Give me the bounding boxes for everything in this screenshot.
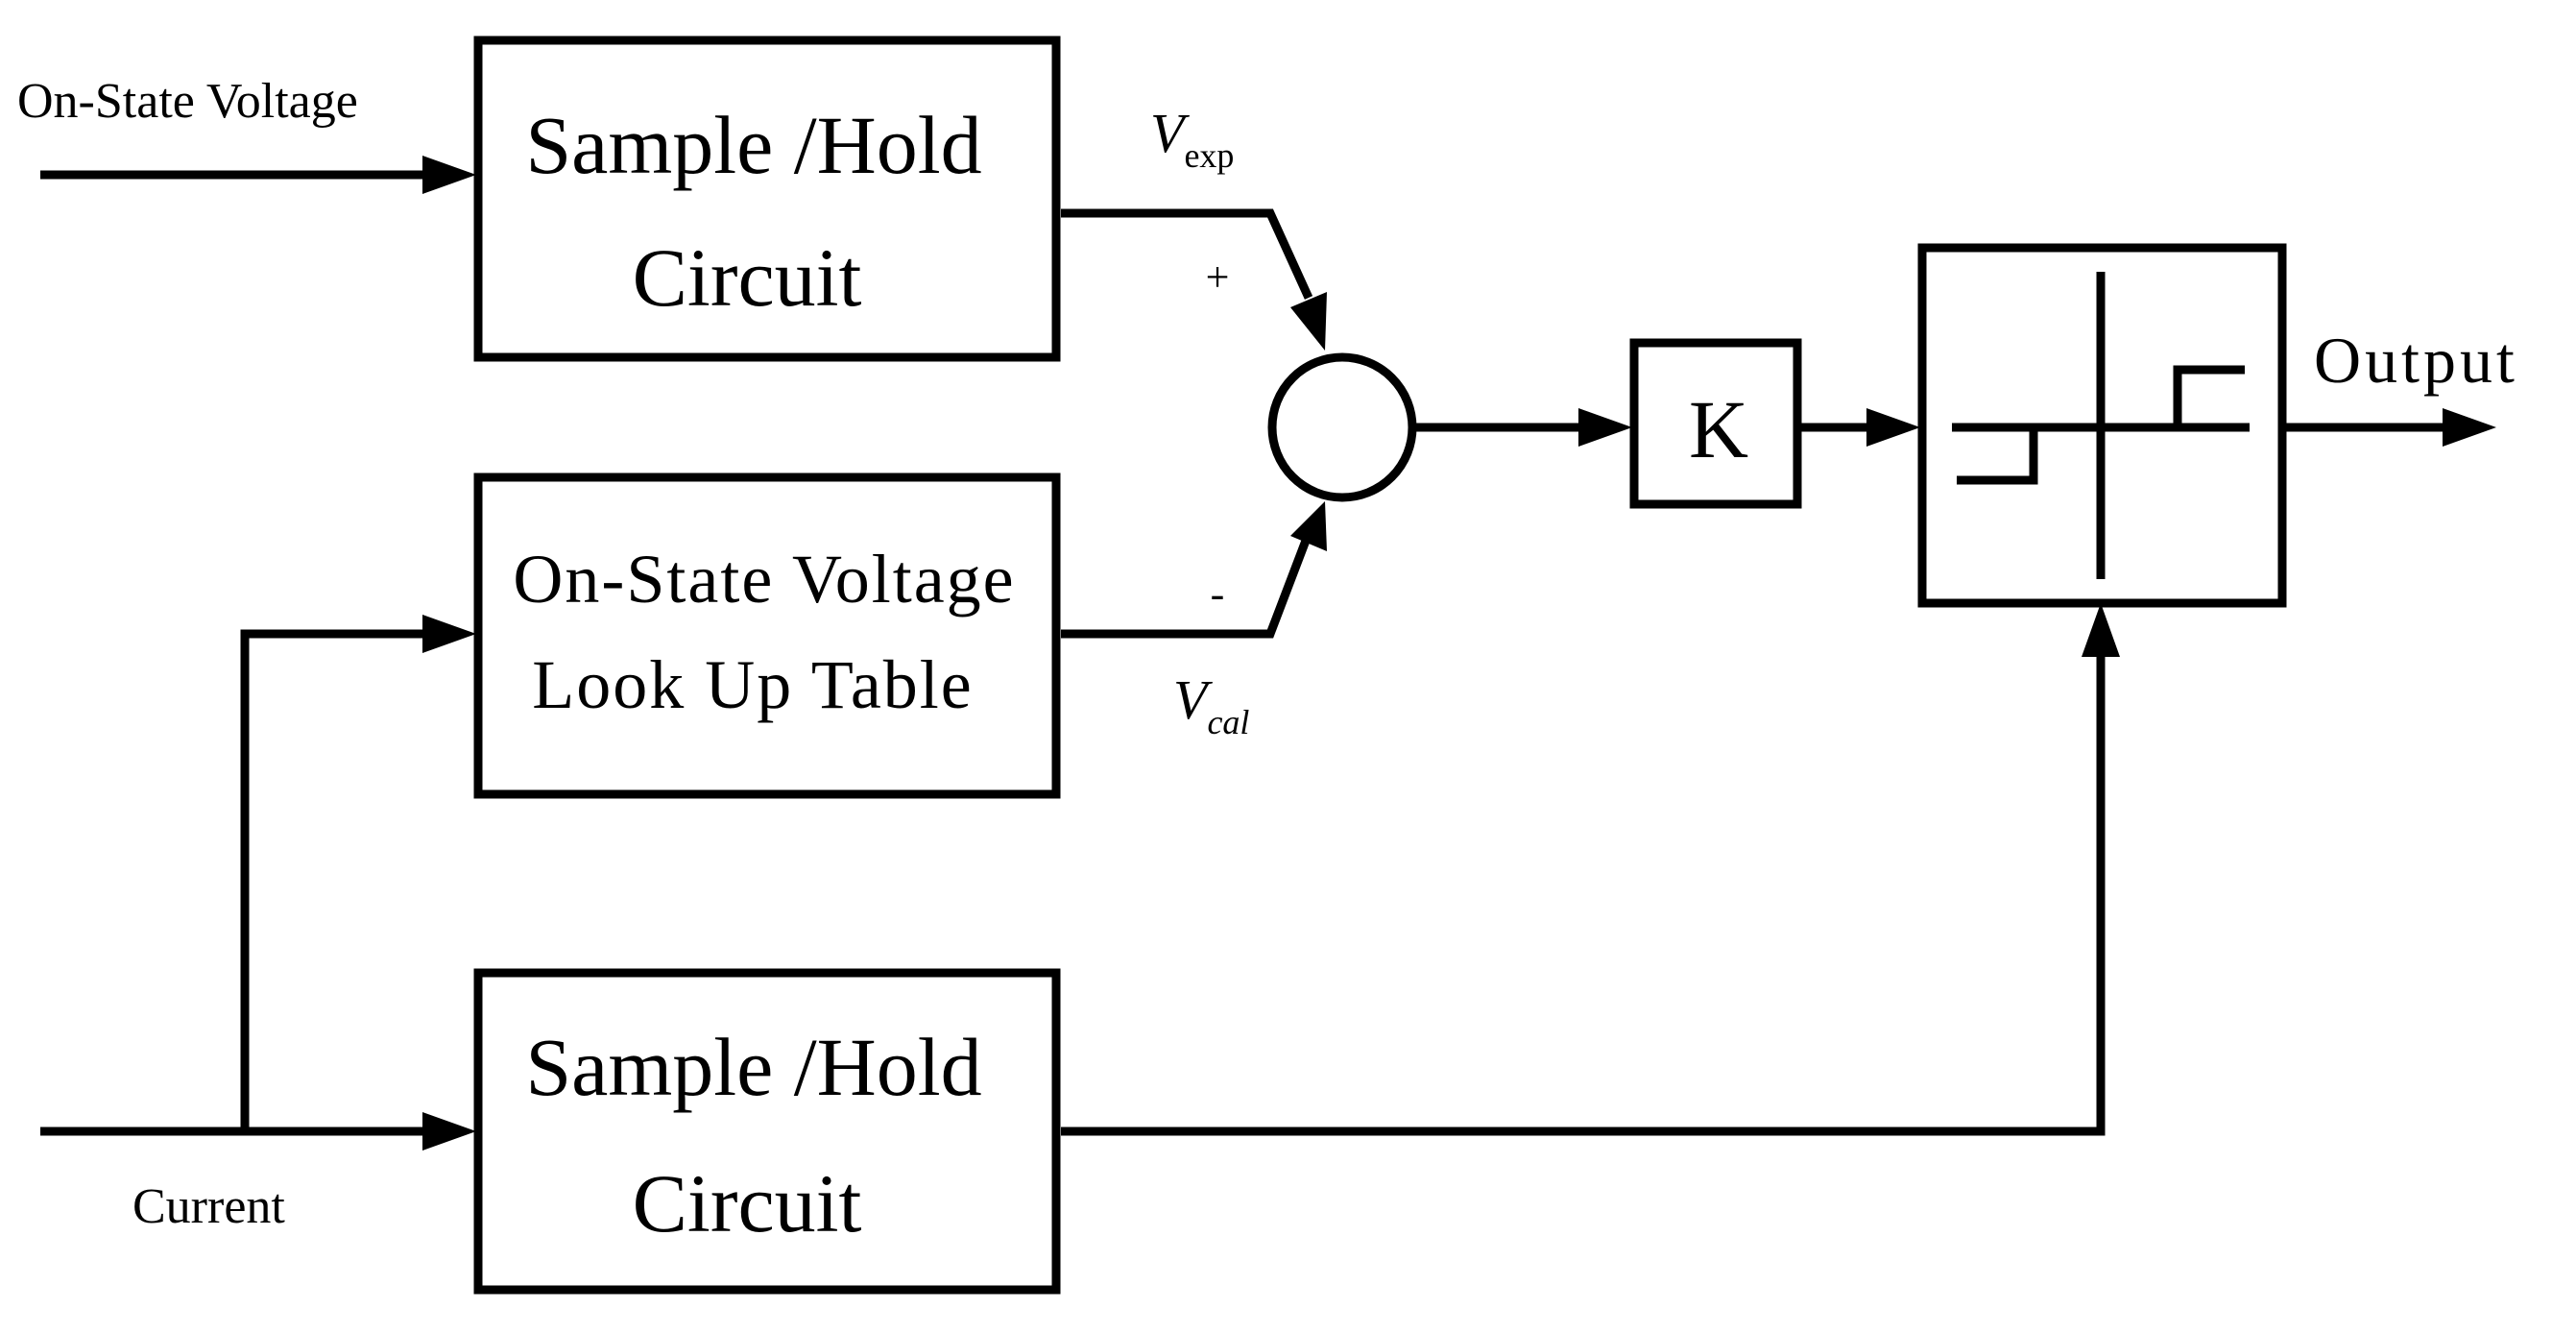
- sample-hold-top-line2: Circuit: [633, 231, 862, 324]
- lookup-table-line2: Look Up Table: [532, 646, 974, 723]
- current-label: Current: [132, 1179, 285, 1234]
- sample-hold-bottom-block: [473, 968, 1061, 1295]
- minus-sign: -: [1211, 570, 1225, 618]
- comparator-symbol: [1952, 272, 2250, 579]
- wire-current-to-comparator: [1061, 648, 2106, 1136]
- v-exp-symbol: V: [1150, 102, 1191, 164]
- arrow-v-exp: [1290, 292, 1327, 351]
- gain-block: [1629, 338, 1802, 509]
- arrow-current-to-comparator: [2082, 603, 2120, 657]
- arrow-v-cal: [1290, 501, 1327, 551]
- lookup-table-block: [473, 473, 1061, 799]
- output-label: Output: [2314, 324, 2518, 397]
- gain-label: K: [1689, 383, 1748, 475]
- arrow-lookup-input: [422, 615, 476, 653]
- arrow-to-comparator: [1866, 408, 1920, 447]
- v-cal-subscript: cal: [1207, 703, 1249, 741]
- arrow-voltage-input: [422, 156, 476, 194]
- on-state-voltage-label: On-State Voltage: [17, 74, 358, 129]
- wire-v-cal: [1061, 531, 1313, 639]
- arrow-to-gain: [1578, 408, 1632, 447]
- arrow-output: [2443, 408, 2496, 447]
- v-cal-label: Vcal: [1173, 668, 1249, 741]
- arrow-current-input: [422, 1112, 476, 1151]
- sample-hold-bottom-line2: Circuit: [633, 1157, 862, 1249]
- sample-hold-top-line1: Sample /Hold: [525, 99, 981, 191]
- wire-current-branch: [240, 629, 432, 1131]
- sample-hold-bottom-line1: Sample /Hold: [525, 1021, 981, 1113]
- wire-v-exp: [1061, 208, 1313, 300]
- lookup-table-line1: On-State Voltage: [513, 541, 1015, 618]
- summing-junction: [1267, 352, 1417, 502]
- sample-hold-top-block: [473, 36, 1061, 362]
- v-exp-subscript: exp: [1184, 136, 1234, 175]
- v-cal-symbol: V: [1173, 668, 1214, 731]
- v-exp-label: Vexp: [1150, 102, 1234, 175]
- plus-sign: +: [1206, 254, 1230, 301]
